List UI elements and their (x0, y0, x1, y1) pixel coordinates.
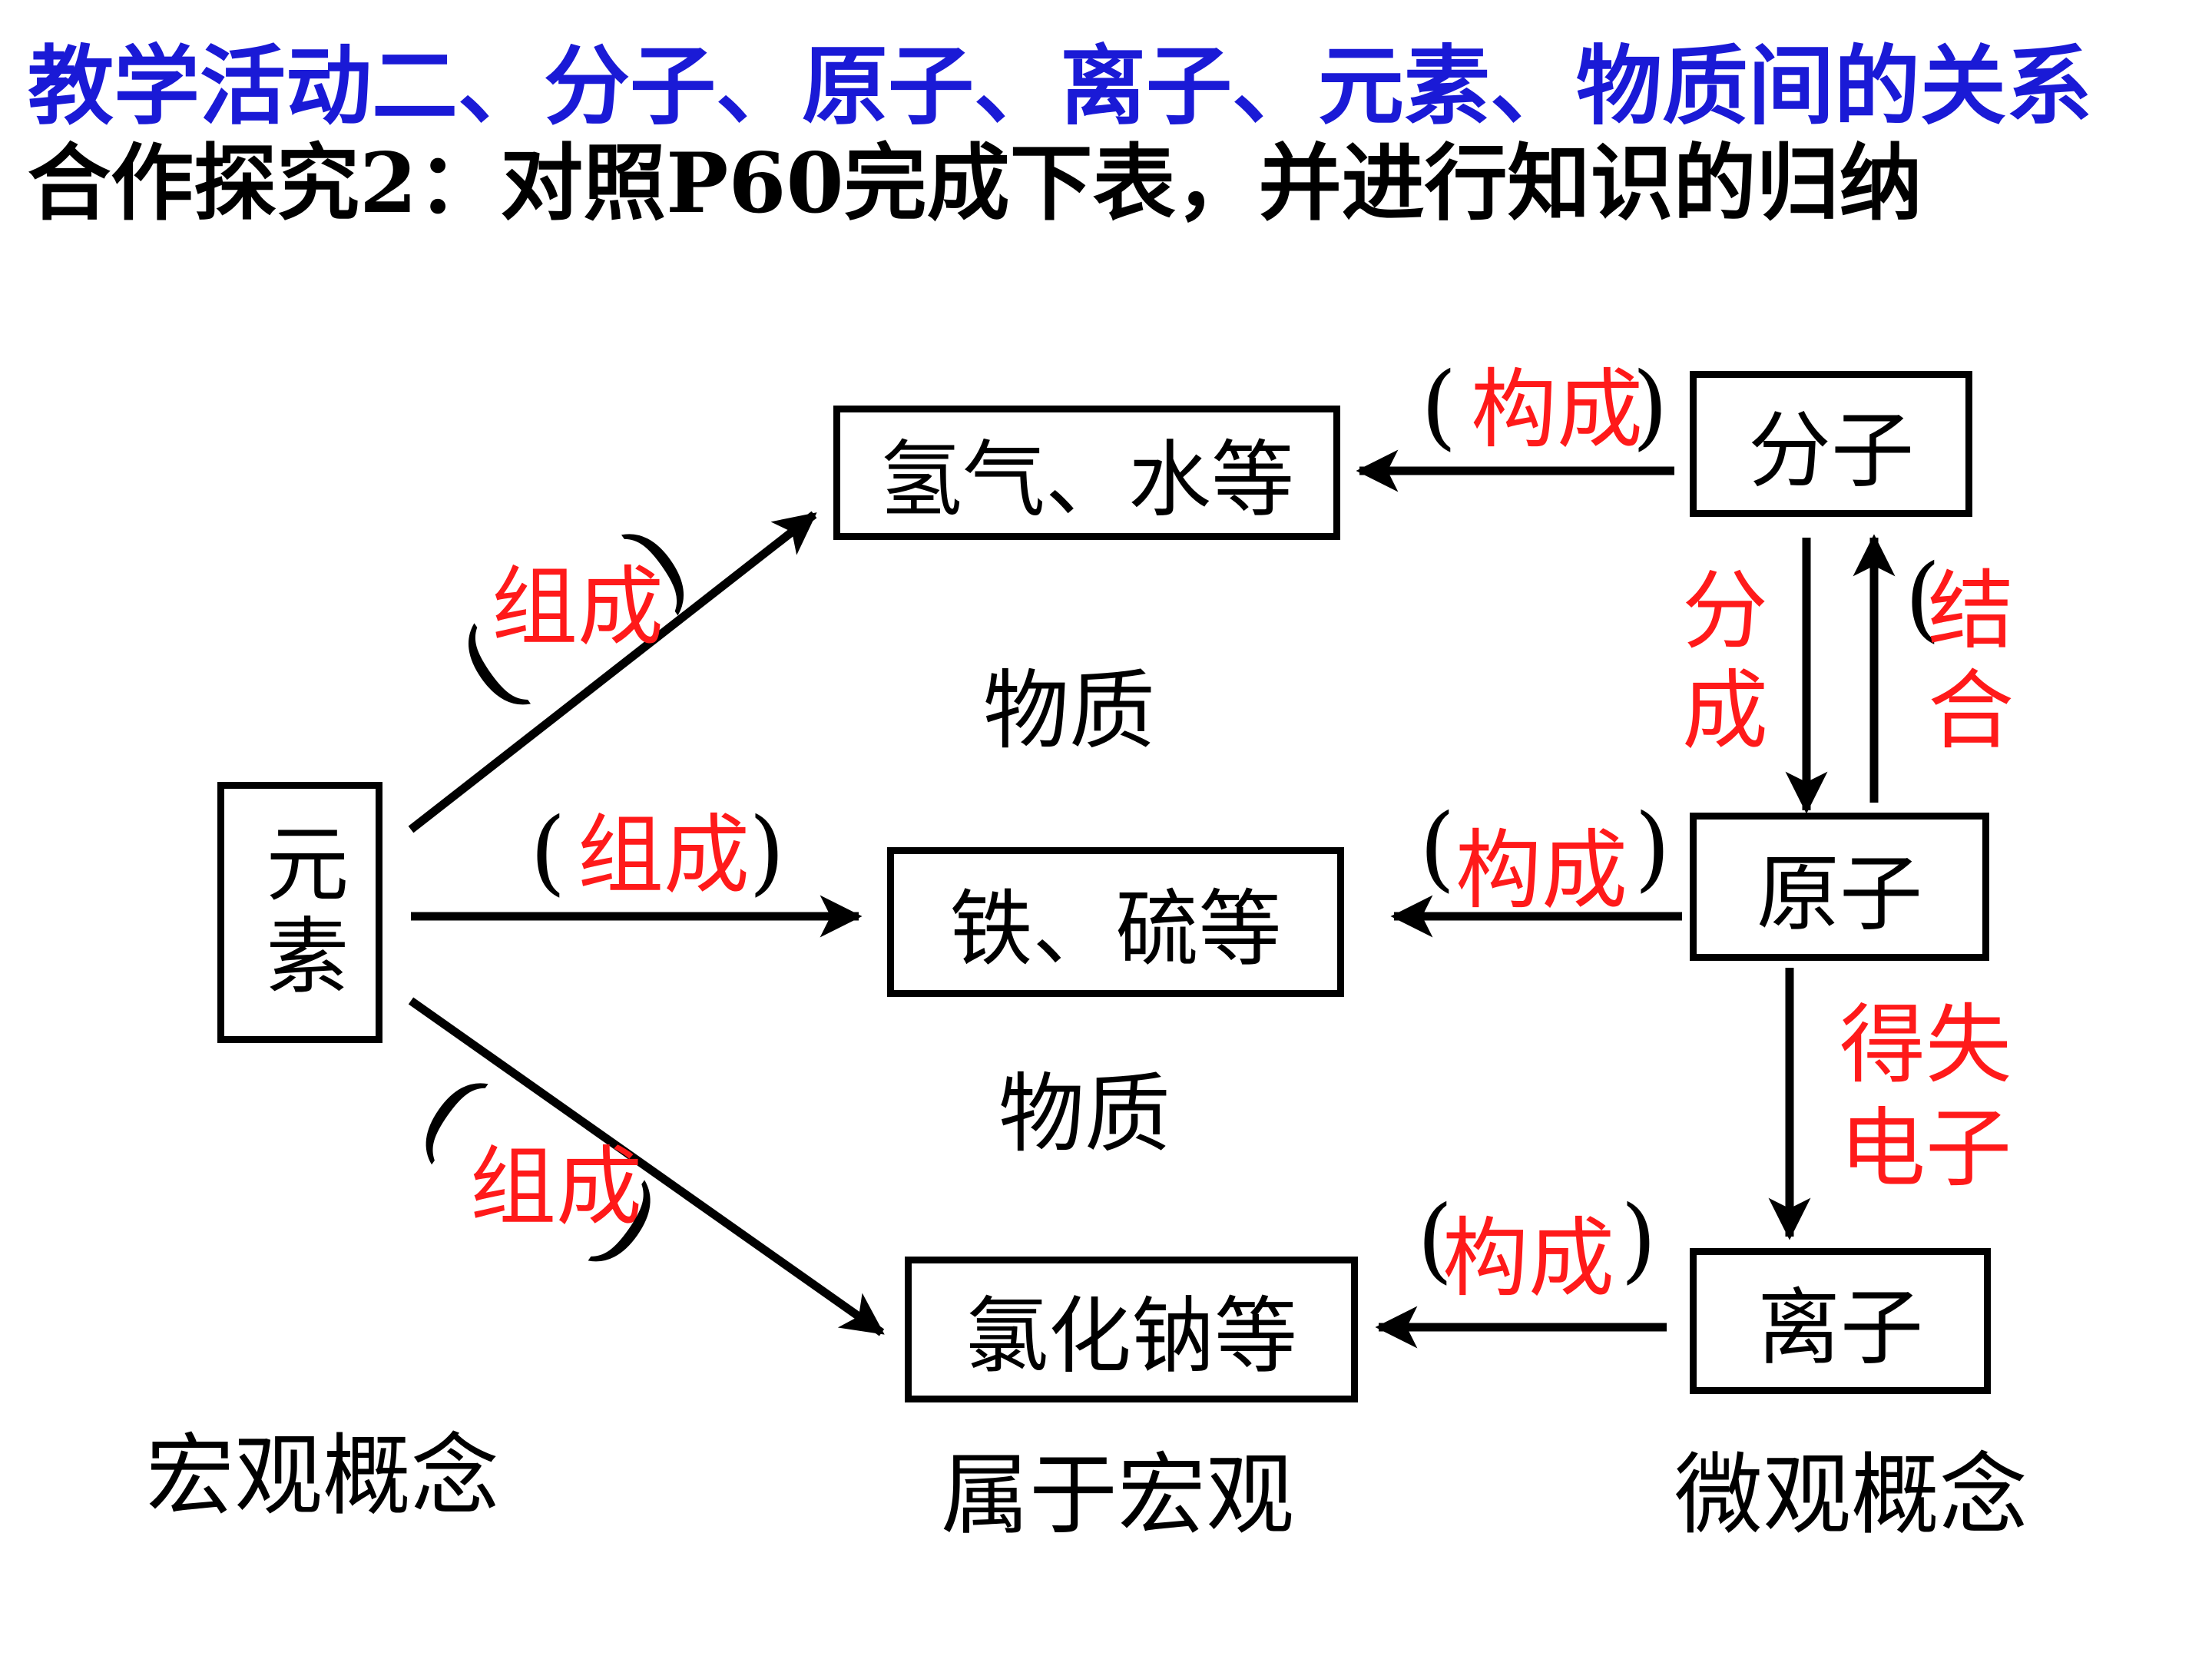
arrow-element-to-hydrogen (408, 511, 817, 833)
paren-open-construct-bot: ( (1417, 1187, 1453, 1293)
ion-box: 离子 (1690, 1248, 1991, 1394)
paren-open-construct-mid: ( (1419, 795, 1455, 902)
paren-close-compose-mid: ) (749, 799, 785, 906)
substance-label-1: 物质 (983, 661, 1155, 761)
paren-close-construct-mid: ) (1634, 795, 1671, 902)
combine-label-1: 结 (1928, 561, 2014, 661)
macro-concept-label: 宏观概念 (146, 1425, 500, 1528)
belongs-macro-label: 属于宏观 (941, 1444, 1295, 1547)
atom-box: 原子 (1690, 813, 1989, 961)
molecule-label: 分子 (1747, 403, 1914, 499)
construct-bot-label: 构成 (1442, 1209, 1614, 1309)
paren-open-combine: ( (1905, 545, 1941, 652)
task-title: 合作探究2：对照P60完成下表，并进行知识的归纳 (28, 135, 1922, 232)
element-label: 元素 (252, 820, 349, 1005)
element-box: 元素 (217, 782, 382, 1043)
paren-open-construct-top: ( (1421, 353, 1457, 460)
molecule-box: 分子 (1690, 371, 1972, 517)
electron-label-1: 得失 (1839, 995, 2012, 1095)
paren-open-compose-mid: ( (530, 799, 566, 906)
micro-concept-label: 微观概念 (1674, 1444, 2028, 1547)
combine-label-2: 合 (1928, 661, 2014, 761)
ion-label: 离子 (1757, 1280, 1923, 1376)
compose-bot-label: 组成 (470, 1137, 642, 1237)
atom-label: 原子 (1756, 846, 1922, 942)
electron-label-2: 电子 (1839, 1099, 2012, 1199)
hydrogen-water-box: 氢气、水等 (833, 406, 1340, 540)
paren-close-construct-top: ) (1632, 353, 1668, 460)
construct-mid-label: 构成 (1455, 821, 1628, 921)
compose-top-label: 组成 (492, 558, 664, 657)
compose-mid-label: 组成 (578, 806, 750, 906)
paren-close-construct-bot: ) (1621, 1187, 1657, 1293)
iron-sulfur-label: 铁、硫等 (949, 881, 1282, 978)
construct-top-label: 构成 (1471, 360, 1643, 460)
activity-title: 教学活动二、分子、原子、离子、元素、物质间的关系 (28, 36, 2092, 137)
sodium-chloride-label: 氯化钠等 (965, 1289, 1297, 1385)
hydrogen-water-label: 氢气、水等 (879, 432, 1294, 528)
split-label-2: 成 (1682, 661, 1768, 761)
iron-sulfur-box: 铁、硫等 (887, 847, 1344, 997)
arrow-element-to-nacl (408, 997, 885, 1336)
split-label-1: 分 (1682, 561, 1768, 661)
substance-label-2: 物质 (998, 1065, 1171, 1164)
sodium-chloride-box: 氯化钠等 (905, 1257, 1358, 1402)
